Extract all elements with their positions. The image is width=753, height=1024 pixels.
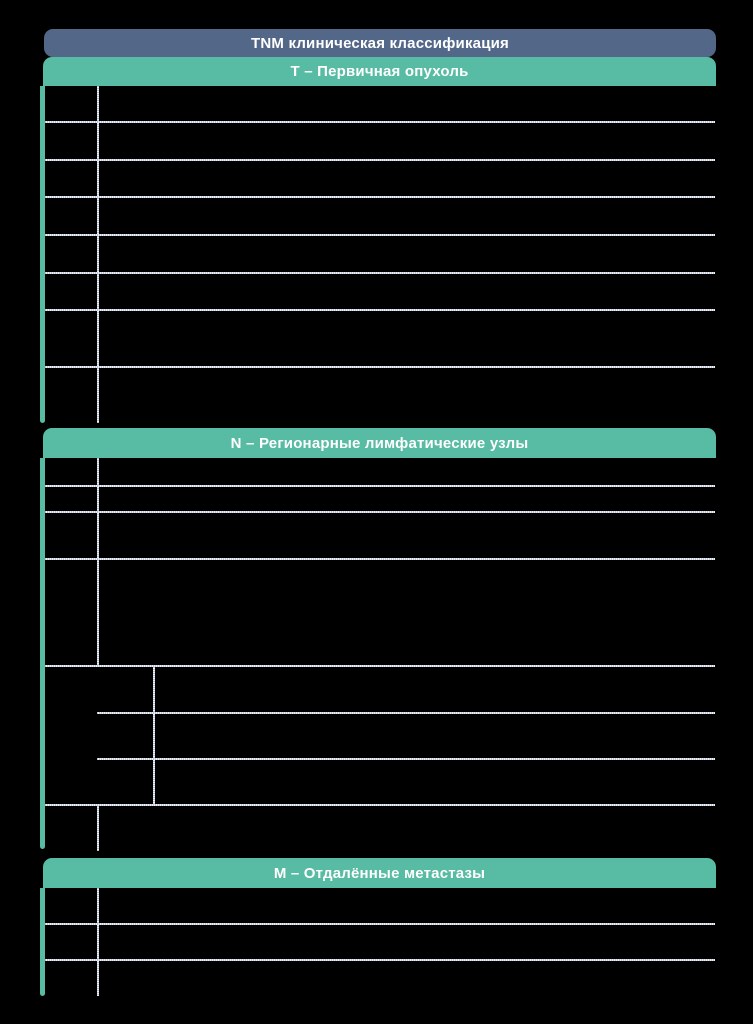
row-separator xyxy=(45,121,715,123)
cell-description xyxy=(99,198,715,234)
cell-category xyxy=(45,925,97,959)
table-title: TNM клиническая классификация xyxy=(250,34,509,52)
section-header-t-label: Т – Первичная опухоль xyxy=(290,63,469,80)
cell-category xyxy=(45,667,97,804)
cell-description xyxy=(99,236,715,272)
cell-category xyxy=(45,161,97,196)
cell-subcategory xyxy=(98,714,152,758)
row-separator xyxy=(45,959,715,961)
table-subrow xyxy=(98,667,715,712)
cell-description xyxy=(155,760,715,804)
cell-category xyxy=(45,888,97,923)
cell-description xyxy=(99,961,715,996)
row-separator xyxy=(45,923,715,925)
table-row xyxy=(45,961,715,996)
section-header-n-label: N – Регионарные лимфатические узлы xyxy=(230,434,529,452)
cell-description xyxy=(155,667,715,712)
table-row xyxy=(45,487,715,511)
table-row xyxy=(45,161,715,196)
cell-category xyxy=(45,274,97,309)
table-row xyxy=(45,274,715,309)
table-row xyxy=(45,560,715,665)
table-row xyxy=(45,123,715,159)
t-section-accent-bar xyxy=(40,86,45,423)
cell-description xyxy=(99,560,715,665)
table-row xyxy=(45,888,715,923)
section-header-t: Т – Первичная опухоль xyxy=(43,57,716,86)
cell-category xyxy=(45,86,97,121)
row-separator xyxy=(45,272,715,274)
column-divider xyxy=(97,458,99,665)
cell-category xyxy=(45,487,97,511)
table-row xyxy=(45,311,715,366)
row-separator xyxy=(45,234,715,236)
table-row xyxy=(45,236,715,272)
row-separator xyxy=(45,485,715,487)
cell-subcategory xyxy=(98,667,152,712)
section-header-m-label: М – Отдалённые метастазы xyxy=(273,864,486,882)
cell-category xyxy=(45,236,97,272)
row-separator xyxy=(45,804,715,806)
row-separator xyxy=(45,196,715,198)
cell-description xyxy=(99,888,715,923)
table-subrow xyxy=(98,714,715,758)
row-separator xyxy=(45,558,715,560)
cell-category xyxy=(45,123,97,159)
cell-category xyxy=(45,311,97,366)
table-subrow xyxy=(98,760,715,804)
cell-description xyxy=(99,513,715,558)
table-row xyxy=(45,198,715,234)
row-separator xyxy=(45,511,715,513)
table-title-bar: TNM клиническая классификация xyxy=(44,29,716,57)
cell-description xyxy=(99,274,715,309)
row-separator xyxy=(45,309,715,311)
table-row-nested xyxy=(45,667,715,804)
cell-description xyxy=(99,311,715,366)
cell-description xyxy=(99,161,715,196)
m-section-accent-bar xyxy=(40,888,45,996)
cell-category xyxy=(45,560,97,665)
subrow-separator xyxy=(97,712,715,714)
table-row xyxy=(45,806,715,849)
cell-description xyxy=(99,458,715,485)
row-separator xyxy=(45,665,715,667)
cell-description xyxy=(155,714,715,758)
cell-description xyxy=(99,487,715,511)
column-divider xyxy=(97,86,99,423)
subcolumn-divider xyxy=(153,665,155,806)
cell-category xyxy=(45,961,97,996)
cell-category xyxy=(45,513,97,558)
table-row xyxy=(45,368,715,423)
cell-description xyxy=(99,123,715,159)
n-section-accent-bar xyxy=(40,458,45,849)
cell-description xyxy=(99,368,715,423)
cell-subcategory xyxy=(98,760,152,804)
table-row xyxy=(45,458,715,485)
row-separator xyxy=(45,159,715,161)
column-divider xyxy=(97,806,99,851)
cell-description xyxy=(99,806,715,849)
cell-category xyxy=(45,368,97,423)
cell-description xyxy=(99,86,715,121)
table-row xyxy=(45,513,715,558)
cell-description xyxy=(99,925,715,959)
subrow-separator xyxy=(97,758,715,760)
cell-category xyxy=(45,806,97,849)
cell-category xyxy=(45,458,97,485)
section-header-n: N – Регионарные лимфатические узлы xyxy=(43,428,716,458)
row-separator xyxy=(45,366,715,368)
table-row xyxy=(45,925,715,959)
table-row xyxy=(45,86,715,121)
section-header-m: М – Отдалённые метастазы xyxy=(43,858,716,888)
column-divider xyxy=(97,888,99,996)
cell-category xyxy=(45,198,97,234)
